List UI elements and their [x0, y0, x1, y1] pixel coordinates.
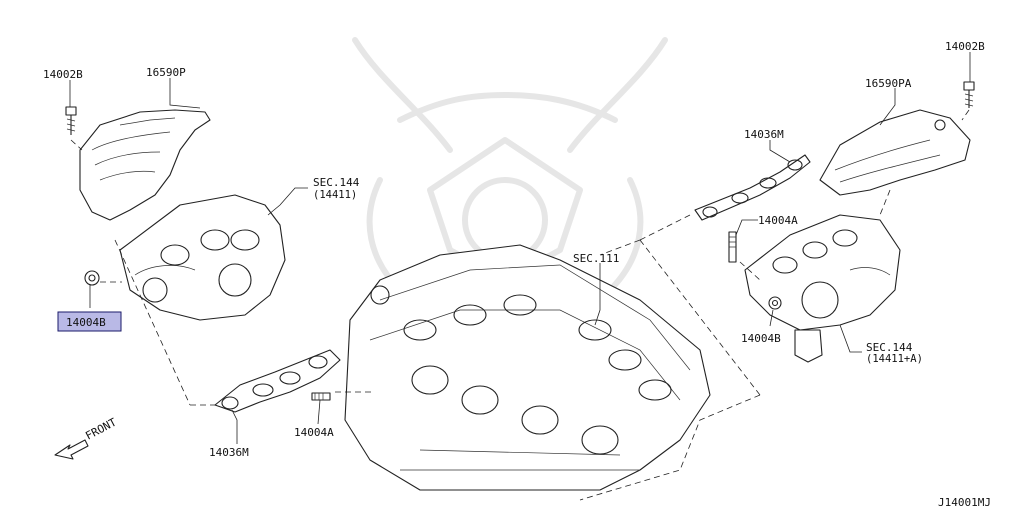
label-front: FRONT [83, 415, 119, 442]
label-bolt-right[interactable]: 14002B [945, 40, 985, 53]
bolt-left[interactable] [65, 106, 77, 135]
highlight-box[interactable] [57, 311, 122, 332]
label-sec-engine[interactable]: SEC.111 [573, 252, 619, 265]
label-stud-right[interactable]: 14004A [758, 214, 798, 227]
diagram-id: J14001MJ [938, 496, 991, 509]
label-sec-left[interactable]: SEC.144 [313, 176, 360, 189]
stud-bottom[interactable] [311, 392, 331, 401]
nut-left[interactable] [84, 270, 100, 286]
nut-right[interactable] [768, 296, 782, 310]
label-nut-right[interactable]: 14004B [741, 332, 781, 345]
label-bolt-left[interactable]: 14002B [43, 68, 83, 81]
stud-right[interactable] [728, 231, 737, 263]
label-sec-left-sub: (14411) [313, 189, 357, 201]
label-stud-bottom[interactable]: 14004A [294, 426, 334, 439]
gasket-top[interactable] [694, 154, 811, 221]
turbocharger-left[interactable] [119, 194, 286, 321]
leader-lines [69, 52, 971, 444]
heat-insulator-left[interactable] [79, 109, 211, 221]
label-heat-insulator-left[interactable]: 16590P [146, 66, 186, 79]
bolt-right[interactable] [963, 81, 975, 108]
label-heat-insulator-right[interactable]: 16590PA [865, 77, 912, 90]
label-sec-right-sub: (14411+A) [866, 353, 923, 365]
assembly-lines [70, 109, 970, 501]
turbocharger-right[interactable] [744, 214, 901, 363]
heat-insulator-right[interactable] [819, 109, 971, 196]
label-nut-left[interactable]: 14004B [66, 316, 106, 329]
label-sec-right[interactable]: SEC.144 [866, 341, 913, 354]
gasket-bottom[interactable] [214, 349, 341, 413]
label-gasket-top[interactable]: 14036M [744, 128, 784, 141]
engine-block [344, 244, 711, 491]
label-gasket-bottom[interactable]: 14036M [209, 446, 249, 459]
front-arrow-icon [54, 439, 89, 460]
